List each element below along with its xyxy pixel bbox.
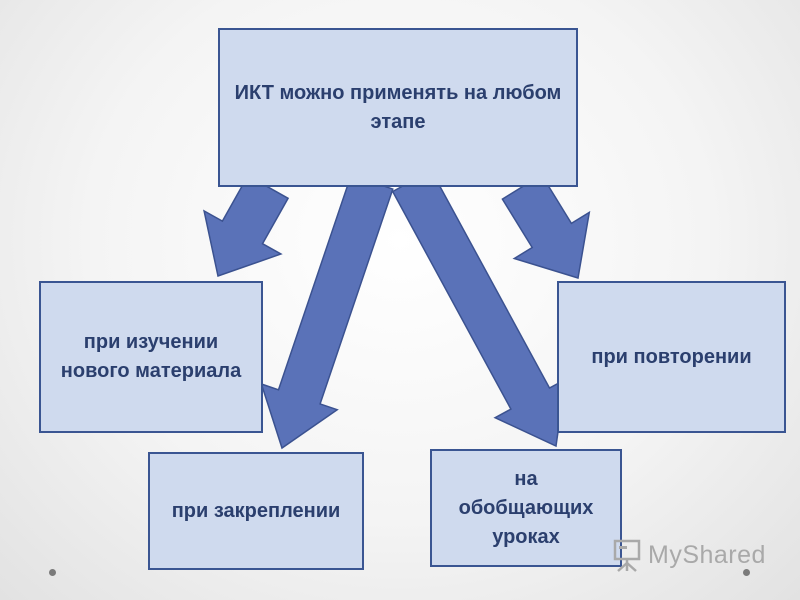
watermark: MyShared (612, 538, 766, 572)
arrow-to-repetition (501, 173, 591, 279)
node-new-material-label: при изучении нового материала (60, 331, 242, 382)
node-consolidation-label: при закреплении (171, 499, 341, 522)
arrow-to-consolidation (260, 173, 394, 450)
node-repetition-label: при повторении (591, 345, 752, 368)
root-label: ИКТ можно применять на любом этапе (234, 81, 562, 133)
presentation-board-icon (613, 539, 641, 572)
slide-dot-left (49, 569, 56, 576)
node-generalizing-label: на обобщающих уроках (458, 467, 594, 548)
slide-dot-right (743, 569, 750, 576)
arrow-to-new-material (203, 174, 290, 277)
watermark-text: MyShared (648, 540, 766, 569)
node-consolidation: при закреплении (148, 452, 364, 570)
node-repetition: при повторении (557, 281, 786, 433)
node-new-material: при изучении нового материала (39, 281, 263, 433)
root-box: ИКТ можно применять на любом этапе (218, 28, 578, 187)
node-generalizing: на обобщающих уроках (430, 449, 622, 567)
